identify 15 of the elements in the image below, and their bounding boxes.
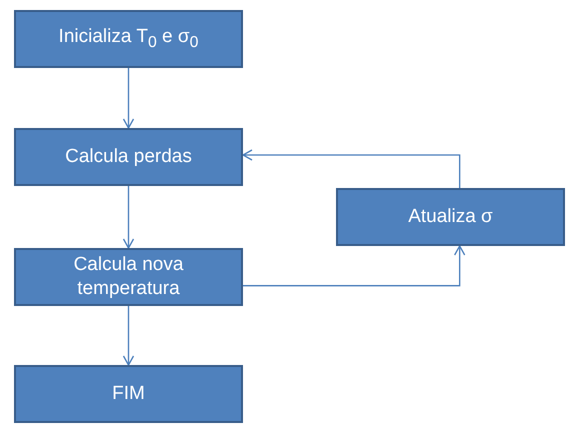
arrow <box>122 186 134 249</box>
box-label: Calcula nova temperatura <box>72 253 184 301</box>
box-label: Calcula perdas <box>65 145 192 169</box>
process-box <box>336 188 565 246</box>
box-label: Inicializa T$_{0}$ e σ$_{0}$ <box>58 25 198 53</box>
process-box <box>14 10 243 68</box>
arrow <box>122 68 134 129</box>
arrow <box>243 245 466 286</box>
box-label: Atualiza σ <box>408 205 493 229</box>
arrow <box>242 149 460 188</box>
arrow <box>122 306 134 366</box>
process-box <box>14 248 243 306</box>
process-box <box>14 365 243 423</box>
box-label: FIM <box>112 382 145 406</box>
process-box <box>14 128 243 186</box>
